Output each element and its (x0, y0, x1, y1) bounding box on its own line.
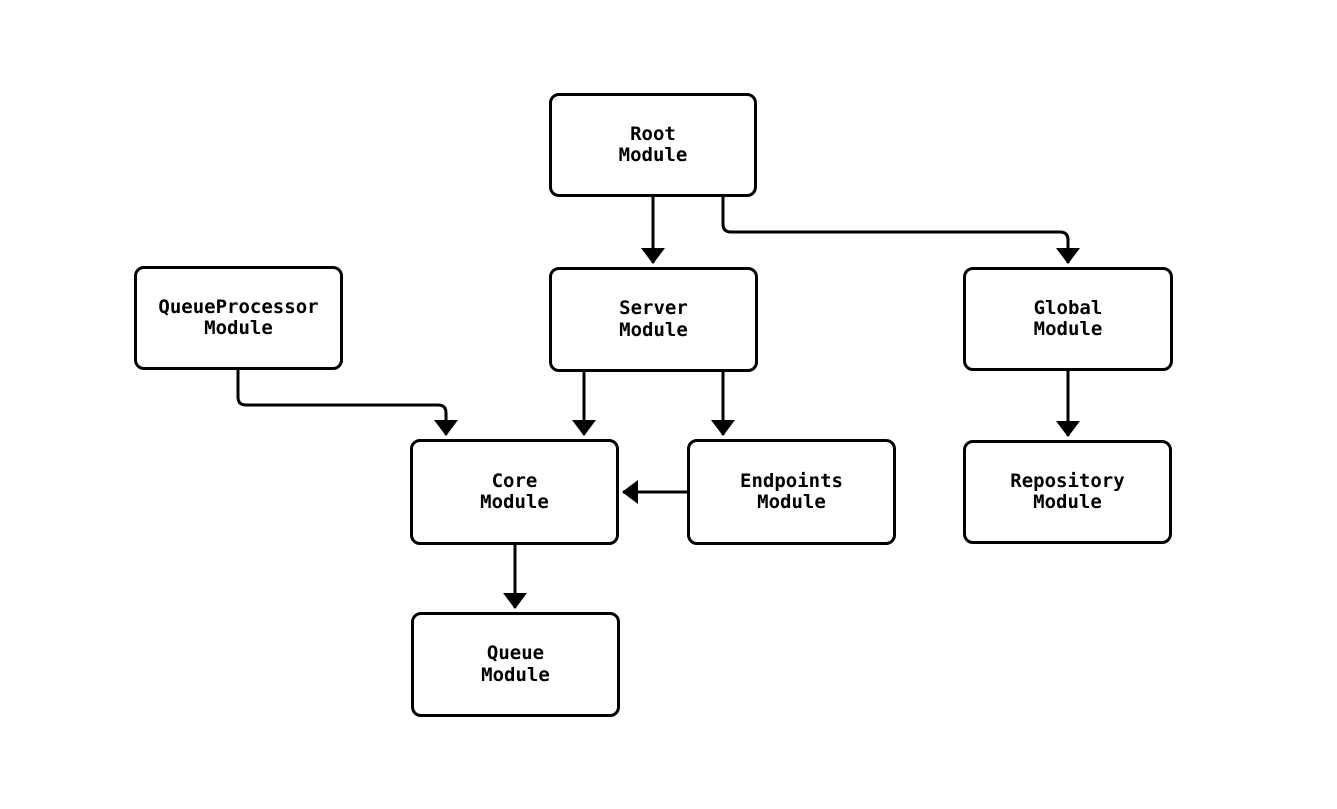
node-label-line: Endpoints (740, 469, 843, 492)
node-label-line: Repository (1010, 469, 1125, 492)
node-label-line: Global (1033, 296, 1103, 319)
node-label-line: Server (619, 297, 688, 319)
node-label-line: Module (480, 491, 549, 513)
node-label-line: Module (481, 663, 550, 686)
node-label-line: Module (1033, 491, 1102, 513)
edge-queueprocessor-to-core (236, 370, 458, 436)
node-label-line: Module (618, 144, 688, 166)
node-label-line: Queue (486, 642, 545, 664)
node-label-line: Core (491, 469, 538, 492)
node-label-line: QueueProcessor (158, 295, 319, 318)
node-label-line: Module (204, 317, 273, 339)
node-label-line: Module (1033, 318, 1103, 340)
node-label-line: Root (630, 122, 676, 145)
edge-root-to-global (721, 197, 1080, 264)
node-label-line: Module (757, 491, 826, 513)
node-label-line: Module (619, 318, 688, 341)
